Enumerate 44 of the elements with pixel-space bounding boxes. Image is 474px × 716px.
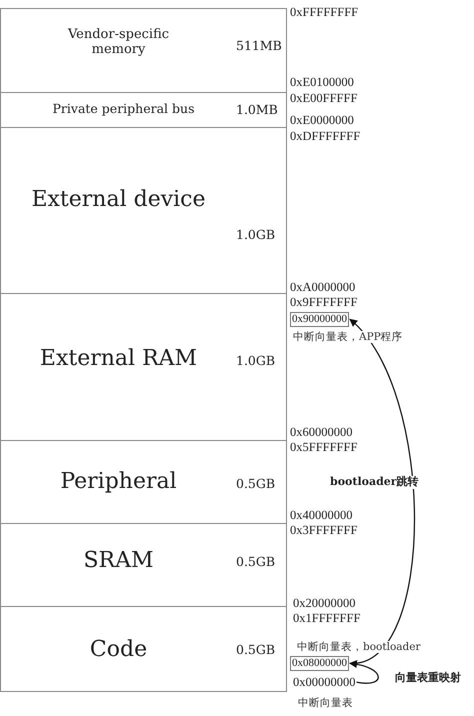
- address-label: 0xE0100000: [290, 75, 354, 90]
- region-size: 0.5GB: [236, 643, 276, 658]
- arrow: [349, 318, 416, 664]
- region-name: External RAM: [38, 346, 198, 372]
- address-note: 中断向量表: [298, 697, 353, 710]
- region-name: Peripheral: [59, 469, 178, 494]
- region-size: 0.5GB: [236, 477, 276, 492]
- region-name: Private peripheral bus: [52, 102, 196, 116]
- memory-region: [0, 8, 287, 93]
- address-note: 中断向量表，APP程序: [293, 331, 403, 344]
- region-name: Vendor-specific memory: [66, 28, 170, 58]
- region-size: 511MB: [236, 39, 282, 54]
- address-box: 0x90000000: [290, 312, 349, 327]
- address-label: 0x9FFFFFFF: [290, 295, 358, 310]
- arrow: [349, 660, 379, 684]
- region-name: Code: [88, 637, 148, 662]
- address-label: 0x3FFFFFFF: [290, 523, 358, 538]
- region-name: SRAM: [82, 548, 155, 574]
- memory-region: [0, 293, 287, 441]
- region-size: 1.0GB: [236, 228, 276, 242]
- address-label: 0x00000000: [293, 675, 356, 690]
- region-name: External device: [30, 187, 207, 212]
- address-label: 0xA0000000: [290, 280, 356, 294]
- memory-region: [0, 92, 287, 128]
- memory-region: [0, 127, 287, 294]
- edge-label: 向量表重映射: [395, 672, 461, 685]
- region-size: 1.0GB: [236, 354, 276, 368]
- memory-region: [0, 440, 287, 524]
- address-label: 0xDFFFFFFF: [290, 129, 360, 144]
- memory-region: [0, 523, 287, 607]
- address-box: 0x08000000: [290, 656, 349, 671]
- address-label: 0xE00FFFFF: [290, 91, 358, 106]
- address-label: 0xE0000000: [290, 113, 354, 128]
- address-label: 0x5FFFFFFF: [290, 440, 358, 454]
- region-size: 0.5GB: [236, 555, 276, 570]
- address-note: 中断向量表，bootloader: [297, 641, 420, 654]
- address-label: 0x1FFFFFFF: [293, 611, 360, 626]
- region-size: 1.0MB: [236, 103, 278, 118]
- memory-region: [0, 606, 287, 692]
- address-label: 0x20000000: [293, 596, 356, 610]
- edge-label: bootloader跳转: [330, 476, 419, 489]
- address-label: 0x40000000: [290, 508, 352, 522]
- address-label: 0xFFFFFFFF: [290, 5, 358, 20]
- address-label: 0x60000000: [290, 425, 352, 440]
